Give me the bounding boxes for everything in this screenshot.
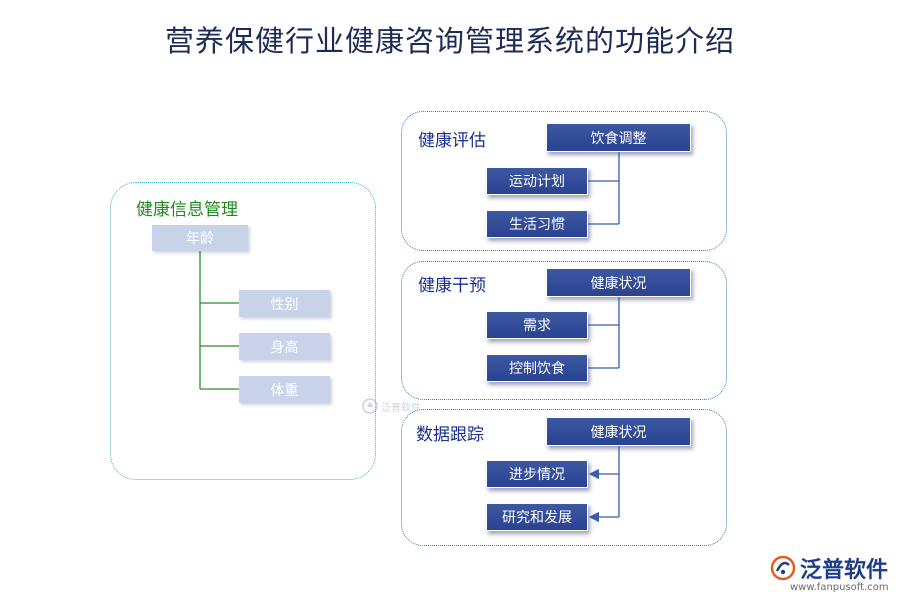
data-tracking-panel: [401, 409, 727, 546]
progress-node: 进步情况: [486, 460, 588, 488]
health-eval-panel: [401, 111, 727, 251]
page-title: 营养保健行业健康咨询管理系统的功能介绍: [164, 24, 735, 58]
gender-node: 性别: [239, 290, 330, 317]
needs-node: 需求: [486, 311, 588, 339]
research-dev-node: 研究和发展: [486, 503, 588, 531]
health-status-node-2: 健康状况: [546, 417, 691, 446]
weight-node: 体重: [239, 376, 330, 403]
diet-control-node: 控制饮食: [486, 354, 588, 382]
exercise-plan-node: 运动计划: [486, 167, 588, 195]
fanpu-logo: 泛普软件: [770, 552, 888, 584]
logo-text: 泛普软件: [800, 558, 889, 583]
health-intervention-panel: [401, 261, 727, 400]
health-status-node-1: 健康状况: [546, 268, 691, 297]
health-info-heading: 健康信息管理: [136, 200, 238, 220]
center-watermark-text: 泛普软件: [381, 402, 421, 414]
data-tracking-heading: 数据跟踪: [416, 425, 484, 445]
fanpu-watermark-icon: [362, 398, 378, 414]
health-info-panel: [110, 182, 376, 480]
health-intervention-heading: 健康干预: [418, 276, 486, 296]
lifestyle-node: 生活习惯: [486, 210, 588, 238]
health-eval-heading: 健康评估: [418, 131, 486, 151]
diet-adjust-node: 饮食调整: [546, 123, 691, 152]
logo-url: www.fanpusoft.com: [790, 582, 889, 593]
fanpu-logo-icon: [770, 555, 796, 581]
height-node: 身高: [239, 333, 330, 360]
age-node: 年龄: [152, 225, 248, 251]
center-watermark: 泛普软件: [362, 398, 421, 414]
